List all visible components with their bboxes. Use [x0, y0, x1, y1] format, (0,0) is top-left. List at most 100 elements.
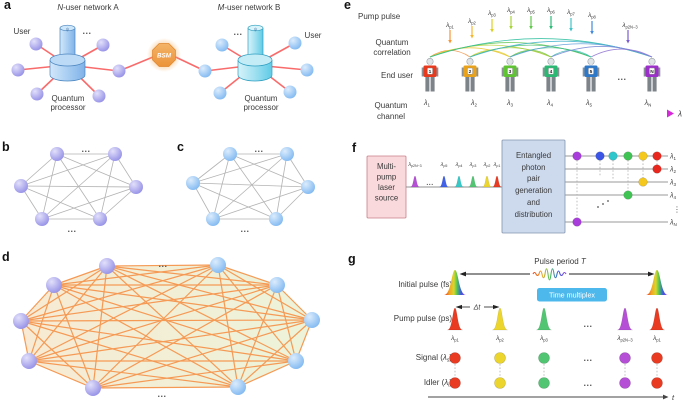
node	[13, 313, 29, 329]
node	[35, 212, 49, 226]
user-head	[547, 57, 555, 65]
output-label-l3: λ3	[669, 180, 676, 188]
node	[230, 379, 246, 395]
network-b-full-edges	[20, 153, 137, 220]
correlation-arc	[469, 50, 511, 58]
arrowhead-right	[648, 271, 655, 277]
ellipsis-users: ...	[617, 72, 626, 82]
gen-box-line2: photon	[522, 163, 546, 172]
idler-label: Idler (λi)	[424, 378, 453, 389]
processor-a-base-top	[49, 53, 86, 67]
psi-symbol-b: ψ	[254, 26, 258, 31]
ellipsis-b-bottom: ...	[67, 224, 76, 234]
pump-label-lp5: λp5	[526, 7, 535, 15]
pump-arrow-lp1: λp1	[445, 22, 455, 44]
initial-pulse-left	[444, 270, 466, 295]
edge	[41, 186, 137, 220]
user-arm-left	[643, 67, 646, 77]
pump-bell-lp3	[536, 307, 552, 331]
node	[300, 63, 314, 77]
network-c-full-edges	[192, 153, 309, 220]
user-arm-right	[597, 67, 600, 77]
user-arm-left	[542, 67, 545, 77]
node	[301, 180, 315, 194]
train-label-lp1: λp1	[493, 162, 501, 168]
panel-g: g Pulse period T Initial pulse (fs) Time…	[348, 252, 675, 402]
pump-label-lp2: λp2	[467, 18, 476, 26]
pump-pulse-lp1	[492, 175, 502, 188]
photon-yellow-l1	[638, 151, 648, 161]
pump-label-lp7: λp7	[566, 9, 575, 17]
gen-box-line4: generation	[515, 186, 552, 195]
network-b-title: M-user network B	[218, 3, 281, 12]
panel-letter-c: c	[177, 140, 184, 154]
node	[14, 179, 28, 193]
signal-label: Signal (λs)	[416, 353, 453, 364]
photon-green-l4	[623, 190, 633, 200]
panel-b: b ... ...	[2, 140, 143, 234]
node	[29, 37, 43, 51]
output-label-l1: λ1	[669, 154, 676, 162]
pump-label-lp1: λp1	[445, 22, 454, 30]
quantum-correlation-arcs	[429, 38, 653, 58]
edge	[217, 264, 313, 321]
output-label-l2: λ2	[669, 167, 676, 175]
node	[198, 64, 212, 78]
delta-t-head-left	[455, 304, 462, 310]
pump-bell-lp2n3	[617, 307, 633, 331]
pump-arrow-head	[448, 40, 452, 44]
node	[112, 64, 126, 78]
edge	[212, 153, 231, 220]
user-head	[426, 57, 434, 65]
pump-arrow-head	[509, 26, 513, 30]
edge	[275, 186, 309, 220]
quantum-correlation-label2: correlation	[373, 48, 410, 57]
pulse-period-label: Pulse period T	[534, 257, 587, 266]
user-arm-left	[461, 67, 464, 77]
node	[21, 353, 37, 369]
ellipsis-b-top: ...	[81, 144, 90, 154]
user-label-b: User	[305, 31, 322, 40]
gen-box-line1: Entangled	[516, 151, 551, 160]
edge	[20, 320, 94, 389]
quantum-processor-a: ψ	[49, 24, 86, 82]
channel-l5: λ5	[585, 100, 592, 108]
correlation-arc	[509, 47, 592, 58]
panel-letter-a: a	[4, 0, 12, 12]
ellipsis-train: ...	[426, 180, 433, 187]
quantum-channel-label2: channel	[377, 112, 405, 121]
edge	[106, 265, 313, 321]
user-head	[648, 57, 656, 65]
photon-yellow-l3	[638, 177, 648, 187]
initial-pulse-right	[646, 270, 668, 295]
pump-arrow-head	[569, 28, 573, 32]
user-head	[466, 57, 474, 65]
user-neck	[468, 63, 472, 66]
node	[213, 86, 227, 100]
user-number: 3	[509, 69, 512, 75]
user-neck	[589, 63, 593, 66]
edge	[20, 185, 101, 220]
edge	[192, 153, 288, 184]
processor-b-base-top	[237, 53, 273, 67]
user-label-a: User	[14, 27, 31, 36]
ellipsis-pump-row: ...	[583, 319, 592, 329]
user-neck	[549, 63, 553, 66]
node	[46, 277, 62, 293]
pump-label-lp4: λp4	[506, 7, 515, 15]
edge	[229, 153, 277, 220]
time-axis-arrowhead	[663, 394, 669, 400]
ellipsis-d-bottom: ...	[157, 389, 166, 399]
node	[288, 353, 304, 369]
signal-photon-5	[651, 352, 663, 364]
network-c-full-nodes	[186, 147, 315, 226]
channel-l3: λ3	[506, 100, 513, 108]
pump-arrow-lp8: λp8	[587, 12, 597, 35]
pump-pulse-lp2n3	[410, 175, 420, 188]
pump-arrow-lp3: λp3	[487, 10, 497, 33]
train-label-lp2: λp2	[483, 162, 491, 168]
node	[92, 89, 106, 103]
panel-f: f Multi- pump laser source λp2N−3 λp5 λp…	[352, 139, 681, 234]
ellipsis-signal-row: ...	[583, 353, 592, 363]
panel-letter-e: e	[344, 0, 351, 12]
